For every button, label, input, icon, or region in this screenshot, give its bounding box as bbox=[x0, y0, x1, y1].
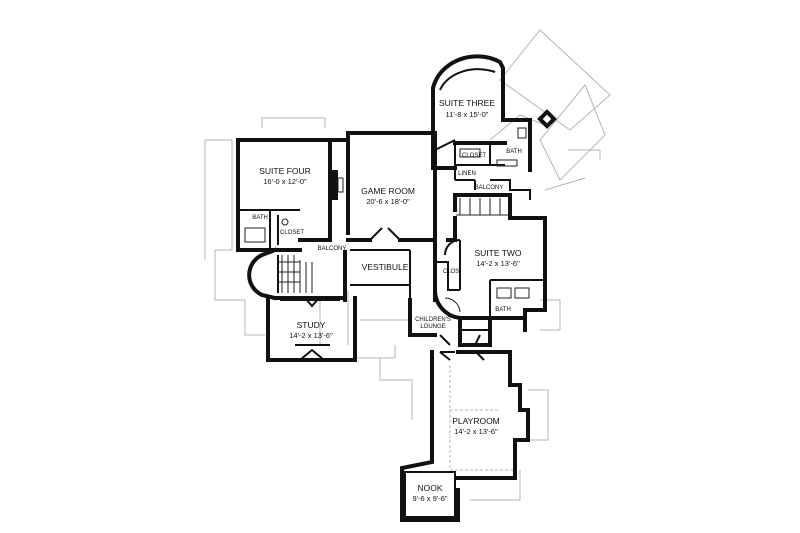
vestibule-label: VESTIBULE bbox=[362, 262, 409, 272]
linen-label: LINEN bbox=[458, 171, 476, 177]
childrens-lounge-label: LOUNGE bbox=[420, 324, 445, 330]
suite-three-walls bbox=[431, 54, 532, 200]
suite-two-walls bbox=[432, 193, 547, 332]
balcony-label-left: BALCONY bbox=[318, 246, 347, 252]
suite-three-dims: 11'-8 x 15'-0" bbox=[446, 110, 489, 119]
suite-three-label: SUITE THREE bbox=[439, 98, 495, 108]
game-room-label: GAME ROOM bbox=[361, 186, 415, 196]
study-label: STUDY bbox=[297, 320, 326, 330]
study-dims: 14'-2 x 13'-6" bbox=[289, 331, 333, 340]
game-room-dims: 20'-6 x 18'-0" bbox=[366, 197, 410, 206]
bath-label: BATH bbox=[252, 215, 268, 221]
central-stair bbox=[247, 238, 347, 302]
closet-label: CLOS bbox=[443, 269, 459, 275]
childrens-lounge-walls bbox=[408, 298, 492, 347]
balcony-label-right: BALCONY bbox=[475, 185, 504, 191]
nook-dims: 9'-6 x 9'-6" bbox=[412, 494, 447, 503]
game-room-walls bbox=[328, 131, 456, 242]
nook-label: NOOK bbox=[417, 483, 442, 493]
suite-two-dims: 14'-2 x 13'-6" bbox=[476, 259, 520, 268]
playroom-label: PLAYROOM bbox=[452, 416, 500, 426]
suite-two-label: SUITE TWO bbox=[474, 248, 521, 258]
playroom-walls bbox=[400, 350, 530, 522]
playroom-dims: 14'-2 x 13'-6" bbox=[454, 427, 498, 436]
closet-label: CLOSET bbox=[462, 153, 486, 159]
childrens-lounge-label: CHILDREN'S bbox=[415, 317, 451, 323]
closet-label: CLOSET bbox=[280, 230, 304, 236]
bath-label: BATH bbox=[506, 149, 522, 155]
study-walls bbox=[266, 296, 357, 362]
suite-four-dims: 16'-0 x 12'-0" bbox=[263, 177, 307, 186]
bath-label: BATH bbox=[495, 307, 511, 313]
suite-four-label: SUITE FOUR bbox=[259, 166, 310, 176]
